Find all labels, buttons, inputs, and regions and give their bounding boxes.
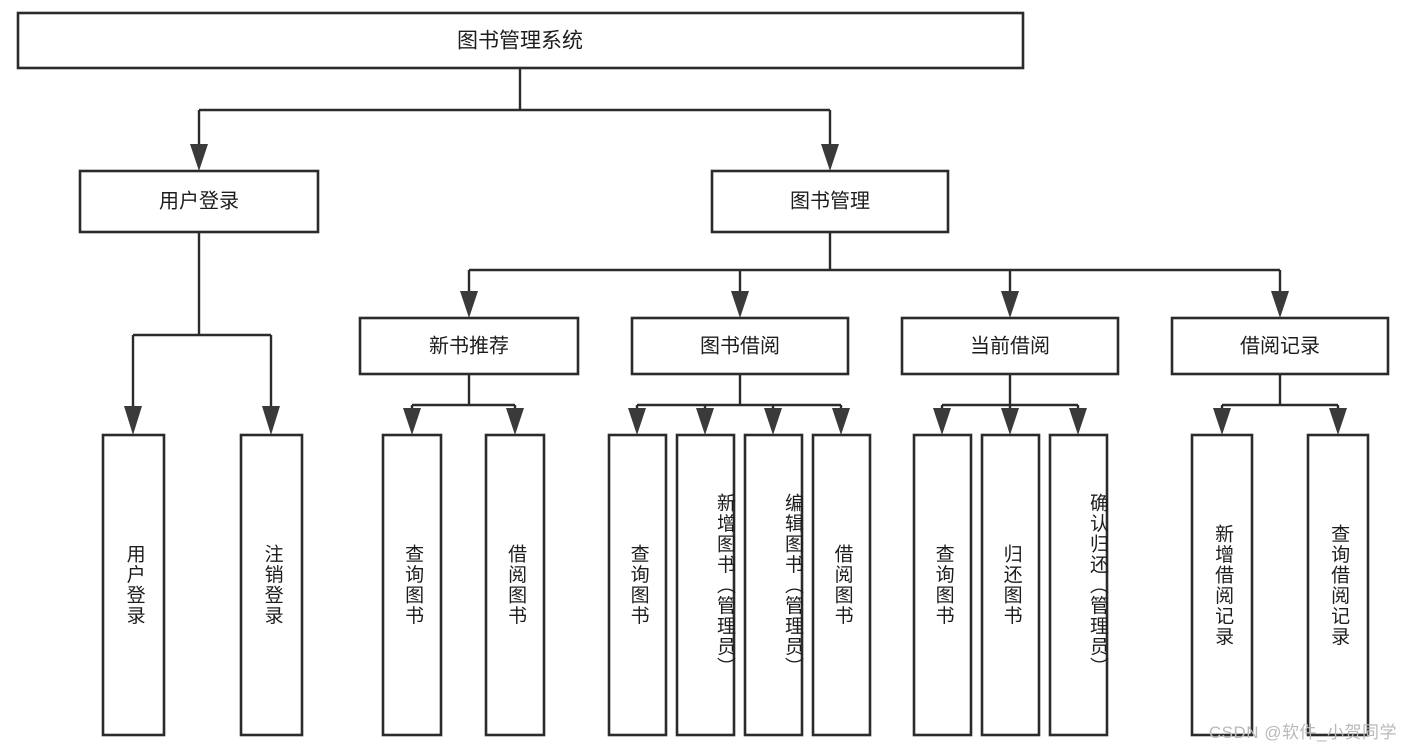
arrow-head-bb-borrow-book: [832, 408, 850, 435]
node-box-new-book-recommend[interactable]: [358, 316, 580, 376]
leaf-box-br-query-record[interactable]: [1306, 433, 1370, 737]
arrow-head-book-manage: [821, 144, 839, 171]
leaf-box-cb-confirm-return[interactable]: [1048, 433, 1109, 737]
connector-user-login-to-leaves: [124, 232, 280, 435]
arrow-head-current-borrow: [1001, 291, 1019, 318]
label-book-borrow: 图书借阅: [700, 334, 780, 357]
leaf-box-cb-return-book[interactable]: [980, 433, 1041, 737]
arrow-head-nb-borrow-book: [506, 408, 524, 435]
leaf-box-bb-borrow-book[interactable]: [811, 433, 872, 737]
arrow-head-bb-query-book: [628, 408, 646, 435]
label-current-borrow: 当前借阅: [970, 334, 1050, 357]
arrow-head-borrow-record: [1271, 291, 1289, 318]
label-book-manage: 图书管理: [790, 189, 870, 212]
label-new-book-recommend: 新书推荐: [429, 334, 509, 357]
connector-current-borrow-to-leaves: [933, 374, 1087, 435]
node-box-user-login[interactable]: [78, 169, 320, 234]
leaf-box-user-login[interactable]: [101, 433, 166, 737]
arrow-head-cb-return-book: [1001, 408, 1019, 435]
connector-root-to-level2: [190, 68, 839, 171]
leaf-box-bb-edit-book[interactable]: [743, 433, 804, 737]
arrow-head-cb-query-book: [933, 408, 951, 435]
arrow-head-bb-add-book: [696, 408, 714, 435]
node-box-root[interactable]: [16, 11, 1025, 70]
node-box-current-borrow[interactable]: [900, 316, 1120, 376]
arrow-head-br-add-record: [1213, 408, 1231, 435]
arrow-head-user-login: [190, 144, 208, 171]
leaf-box-logout-login[interactable]: [239, 433, 304, 737]
node-box-book-manage[interactable]: [710, 169, 950, 234]
node-box-book-borrow[interactable]: [630, 316, 850, 376]
arrow-head-nb-query-book: [403, 408, 421, 435]
connector-book-manage-to-level3: [460, 232, 1289, 318]
leaf-box-cb-query-book[interactable]: [912, 433, 973, 737]
leaf-box-nb-query-book[interactable]: [381, 433, 443, 737]
arrow-head-new-book: [460, 291, 478, 318]
label-user-login: 用户登录: [159, 189, 239, 212]
arrow-head-book-borrow: [731, 291, 749, 318]
arrow-head-br-query-record: [1329, 408, 1347, 435]
arrow-head-leaf-user-login: [124, 406, 142, 435]
connector-book-borrow-to-leaves: [628, 374, 850, 435]
leaf-box-nb-borrow-book[interactable]: [484, 433, 546, 737]
watermark-text: CSDN @软件_小贺同学: [1208, 723, 1397, 742]
arrow-head-bb-edit-book: [764, 408, 782, 435]
arrow-head-leaf-logout-login: [262, 406, 280, 435]
connector-borrow-record-to-leaves: [1213, 374, 1347, 435]
leaf-box-bb-query-book[interactable]: [607, 433, 668, 737]
connector-new-book-to-leaves: [403, 374, 524, 435]
node-box-borrow-record[interactable]: [1170, 316, 1390, 376]
label-borrow-record: 借阅记录: [1240, 334, 1320, 357]
leaf-box-bb-add-book[interactable]: [675, 433, 736, 737]
leaf-box-br-add-record[interactable]: [1190, 433, 1254, 737]
arrow-head-cb-confirm-return: [1069, 408, 1087, 435]
label-root: 图书管理系统: [457, 30, 583, 53]
